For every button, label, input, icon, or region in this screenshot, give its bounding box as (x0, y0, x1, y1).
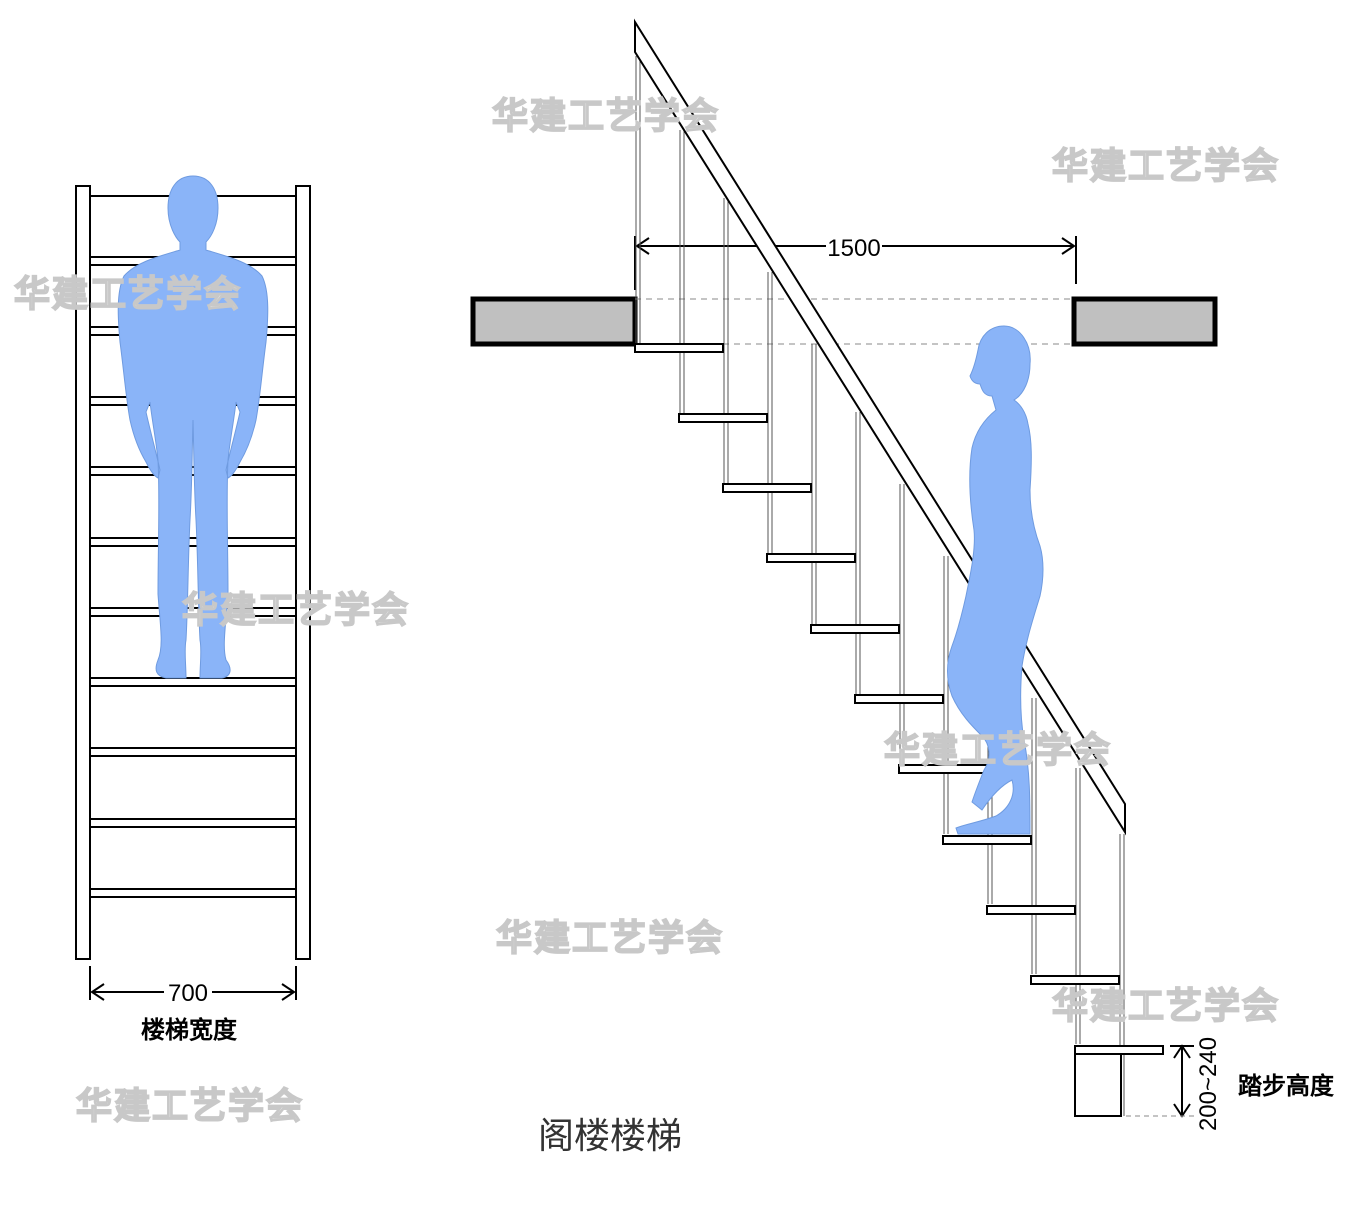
floor-slab-right (1071, 296, 1218, 347)
diagram-caption: 阁楼楼梯 (538, 1116, 682, 1157)
width-dimension-value: 700 (168, 980, 208, 1007)
side-tread (678, 413, 768, 423)
side-view: 1500 (470, 18, 1335, 1131)
person-front-figure (117, 175, 269, 679)
watermark-text: 华建工艺学会 (1052, 985, 1280, 1027)
side-tread (634, 343, 724, 353)
front-tread (89, 607, 297, 617)
side-tread (1030, 975, 1120, 985)
watermarks: 华建工艺学会 华建工艺学会 华建工艺学会 华建工艺学会 华建工艺学会 华建工艺学… (13, 94, 1280, 1128)
step-height-label: 踏步高度 (1238, 1072, 1335, 1100)
step-height-dimension (1170, 1044, 1194, 1118)
opening-dimension-value: 1500 (827, 235, 880, 262)
front-tread (89, 677, 297, 687)
side-tread (766, 553, 856, 563)
side-tread (810, 624, 900, 634)
person-side-figure (947, 325, 1044, 835)
stair-width-label: 楼梯宽度 (141, 1016, 238, 1044)
watermark-text: 华建工艺学会 (76, 1085, 304, 1127)
front-view: 700 楼梯宽度 (75, 175, 311, 1044)
left-stringer (75, 185, 91, 960)
floor-slab-left (470, 296, 638, 347)
front-tread (89, 466, 297, 476)
watermark-text: 华建工艺学会 (496, 917, 724, 959)
step-height-value: 200~240 (1195, 1037, 1222, 1131)
watermark-text: 华建工艺学会 (884, 729, 1112, 771)
watermark-text: 华建工艺学会 (14, 273, 242, 315)
front-tread (89, 888, 297, 898)
front-tread (89, 747, 297, 757)
front-tread (89, 537, 297, 547)
watermark-text: 华建工艺学会 (1052, 145, 1280, 187)
stair-base-block (1074, 1053, 1122, 1117)
side-tread (722, 483, 812, 493)
side-tread (986, 905, 1076, 915)
side-treads (634, 343, 1164, 1055)
side-tread (854, 694, 944, 704)
side-tread (942, 835, 1032, 845)
handrail (634, 18, 1126, 836)
front-tread (89, 818, 297, 828)
side-tread (1074, 1045, 1164, 1055)
watermark-text: 华建工艺学会 (182, 589, 410, 631)
right-stringer (295, 185, 311, 960)
watermark-text: 华建工艺学会 (492, 95, 720, 137)
